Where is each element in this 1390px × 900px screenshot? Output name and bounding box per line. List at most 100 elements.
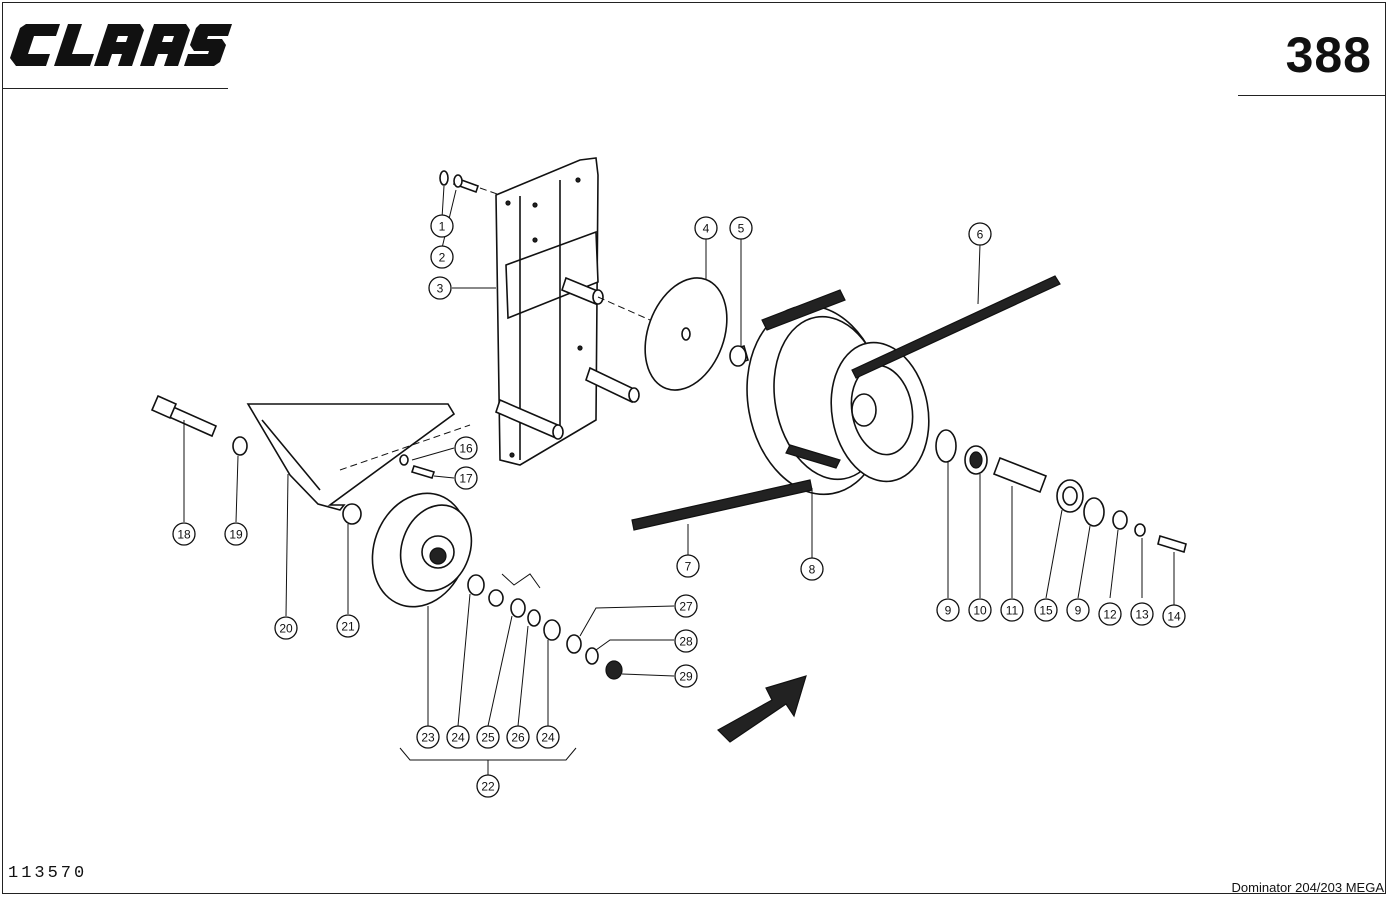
direction-arrow: [717, 675, 807, 743]
callout-circle: [1000, 598, 1024, 622]
callout-label: 25: [481, 731, 495, 745]
tensioner-assembly-part: [150, 394, 623, 680]
callout-circle: [1066, 598, 1090, 622]
callout-label: 4: [703, 222, 710, 236]
mounting-bracket-part: [495, 157, 599, 466]
callout-c8: 8: [800, 557, 824, 581]
callout-label: 20: [279, 622, 293, 636]
callout-c4: 4: [694, 216, 718, 240]
callout-c13: 13: [1130, 602, 1154, 626]
callout-label: 12: [1103, 608, 1117, 622]
callout-c23: 23: [416, 725, 440, 749]
callout-label: 28: [679, 635, 693, 649]
washer-and-bolt-part: [439, 170, 501, 196]
model-caption: Dominator 204/203 MEGA: [1231, 880, 1384, 895]
callout-label: 26: [511, 731, 525, 745]
callout-c1: 1: [430, 214, 454, 238]
callout-label: 3: [437, 282, 444, 296]
callout-label: 14: [1167, 610, 1181, 624]
callout-c9b: 9: [1066, 598, 1090, 622]
callout-label: 16: [459, 442, 473, 456]
callout-label: 29: [679, 670, 693, 684]
callout-circle: [1098, 602, 1122, 626]
callout-label: 7: [685, 560, 692, 574]
callout-c18: 18: [172, 522, 196, 546]
drawing-number: 113570: [8, 864, 88, 883]
callout-circle: [430, 214, 454, 238]
callout-c25: 25: [476, 725, 500, 749]
callout-circle: [476, 725, 500, 749]
callout-circle: [694, 216, 718, 240]
callout-c6: 6: [968, 222, 992, 246]
bracket-shafts-part: [495, 276, 640, 440]
callout-circle: [428, 276, 452, 300]
callout-c20: 20: [274, 616, 298, 640]
claas-logo: [10, 24, 232, 66]
callout-c15: 15: [1034, 598, 1058, 622]
callout-circle: [968, 598, 992, 622]
callout-c21: 21: [336, 614, 360, 638]
callout-label: 8: [809, 563, 816, 577]
callout-c7: 7: [676, 554, 700, 578]
callout-circle: [1034, 598, 1058, 622]
callout-c3: 3: [428, 276, 452, 300]
callout-c14: 14: [1162, 604, 1186, 628]
callout-circle: [1130, 602, 1154, 626]
callout-circle: [454, 436, 478, 460]
callout-label: 15: [1039, 604, 1053, 618]
callout-circle: [674, 664, 698, 688]
callout-label: 22: [481, 780, 495, 794]
callout-circle: [446, 725, 470, 749]
callout-circle: [172, 522, 196, 546]
callout-circle: [536, 725, 560, 749]
callout-c5: 5: [729, 216, 753, 240]
callout-circle: [416, 725, 440, 749]
callout-label: 11: [1006, 604, 1019, 618]
callout-c2: 2: [430, 245, 454, 269]
callout-circle: [968, 222, 992, 246]
callout-label: 6: [977, 228, 984, 242]
callout-circle: [800, 557, 824, 581]
header-rule-right: [1238, 95, 1386, 96]
callout-circle: [430, 245, 454, 269]
callout-c9a: 9: [936, 598, 960, 622]
callout-label: 27: [679, 600, 693, 614]
callout-circle: [676, 554, 700, 578]
disc-and-bushing-part: [597, 277, 749, 391]
callout-label: 24: [541, 731, 555, 745]
callout-label: 18: [177, 528, 191, 542]
callout-label: 13: [1135, 608, 1149, 622]
header-rule-left: [2, 88, 228, 89]
callout-c11: 11: [1000, 598, 1024, 622]
page-number: 388: [1285, 27, 1372, 83]
callout-c29: 29: [674, 664, 698, 688]
callout-c12: 12: [1098, 602, 1122, 626]
callout-c27: 27: [674, 594, 698, 618]
callout-c24a: 24: [446, 725, 470, 749]
callout-circle: [454, 466, 478, 490]
callout-label: 1: [439, 220, 446, 234]
callout-circle: [274, 616, 298, 640]
callout-label: 5: [738, 222, 745, 236]
callout-label: 21: [341, 620, 355, 634]
callout-label: 19: [229, 528, 243, 542]
callout-c22: 22: [476, 774, 500, 798]
callout-label: 9: [1075, 604, 1082, 618]
callout-circle: [674, 594, 698, 618]
callout-circle: [1162, 604, 1186, 628]
callout-label: 9: [945, 604, 952, 618]
callout-circle: [224, 522, 248, 546]
callout-label: 24: [451, 731, 465, 745]
callout-label: 10: [973, 604, 987, 618]
callout-circle: [674, 629, 698, 653]
callout-c10: 10: [968, 598, 992, 622]
callout-c16: 16: [454, 436, 478, 460]
callout-label: 17: [459, 472, 473, 486]
callout-c24b: 24: [536, 725, 560, 749]
callout-circle: [729, 216, 753, 240]
shaft-assembly-part: [935, 429, 1187, 554]
callout-label: 23: [421, 731, 435, 745]
callout-circle: [336, 614, 360, 638]
